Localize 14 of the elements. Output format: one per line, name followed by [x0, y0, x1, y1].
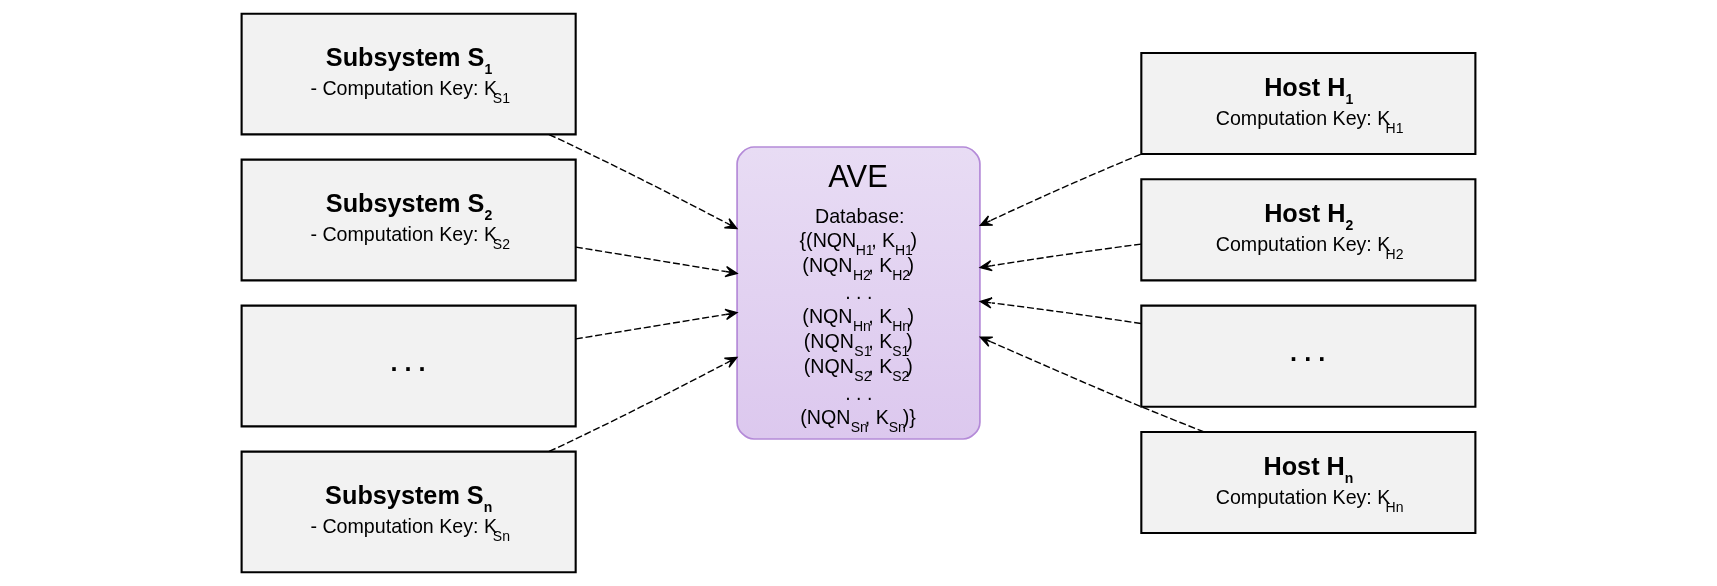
node-box: Subsystem S$_{2}$ - Computation Key: K$_{S2}$ — [240, 158, 577, 282]
node-box: AVE Database: {(NQN$_{H1}$, K$_{H1}$) (NQN$_{H2}$, K$_{H2}$) . . . (NQN$_{Hn}$, K$_{Hn}$) (NQN$_{S1}$, K$_{S1}$) (NQN$_{S2}$, K$_{S2}$) . . . (NQN$_{Sn}$, K$_{Sn}$)} — [736, 146, 981, 440]
node-box: . . . — [240, 304, 577, 428]
node-box: Subsystem S$_{1}$ - Computation Key: K$_{S1}$ — [240, 12, 577, 136]
arrow — [979, 153, 1142, 227]
node-box: . . . — [1140, 304, 1477, 408]
arrow — [979, 297, 1142, 325]
node-box: Host H$_{2}$ Computation Key: K$_{H2}$ — [1140, 178, 1477, 282]
arrow — [575, 246, 738, 278]
node-box: Host H$_{n}$ Computation Key: K$_{Hn}$ — [1140, 430, 1477, 535]
node-box: Host H$_{1}$ Computation Key: K$_{H1}$ — [1140, 51, 1477, 156]
arrow — [979, 243, 1142, 272]
arrow — [575, 308, 738, 340]
node-box: Subsystem S$_{n}$ - Computation Key: K$_{Sn}$ — [240, 450, 577, 574]
